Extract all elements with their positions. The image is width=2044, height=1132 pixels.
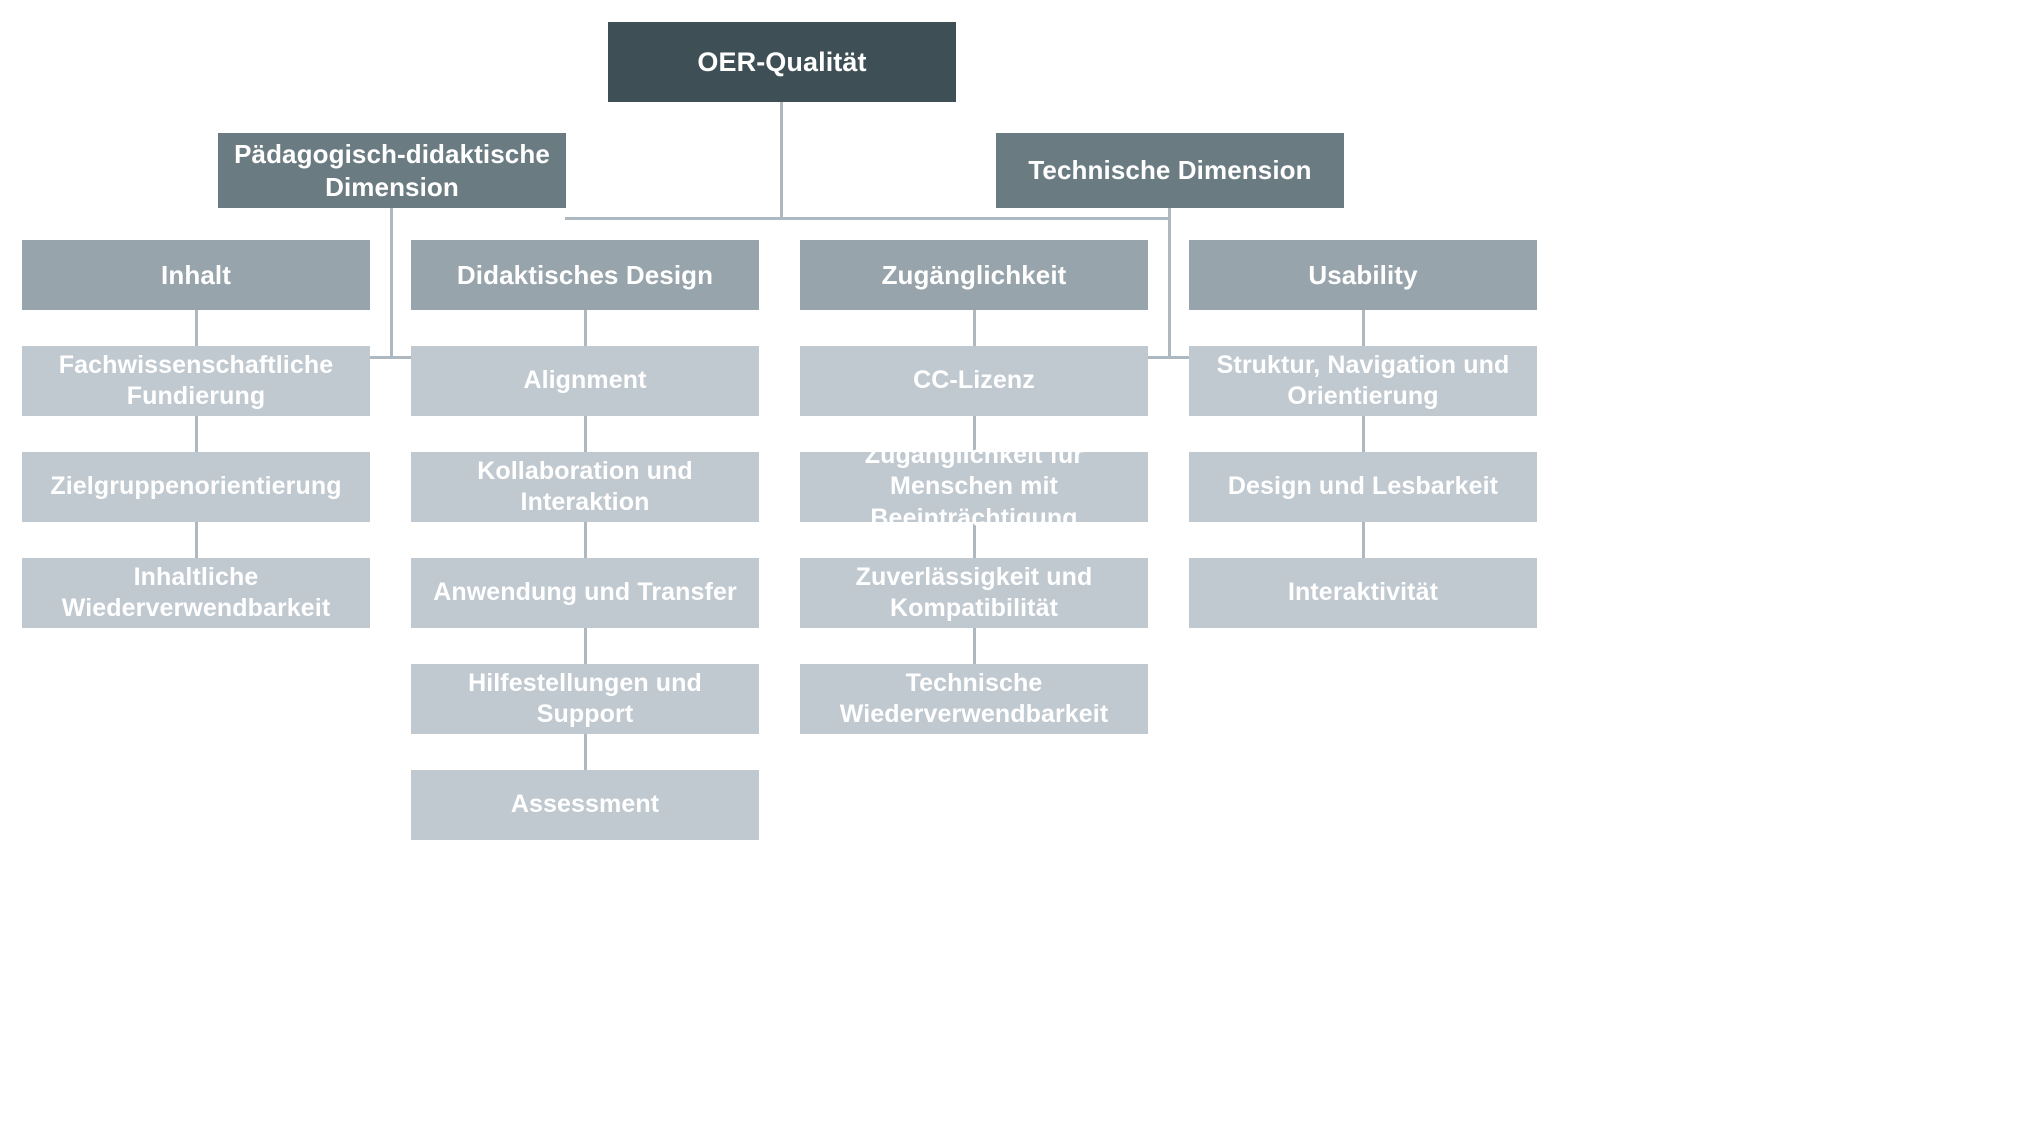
node-criterion-label: Assessment — [510, 790, 660, 819]
node-category-didaktisches-design[interactable]: Didaktisches Design — [411, 240, 759, 310]
node-criterion-label: Design und Lesbarkeit — [1227, 472, 1499, 501]
node-criterion-zielgruppenorientierung[interactable]: Zielgruppenorientierung — [22, 452, 370, 522]
node-criterion-label: Alignment — [523, 366, 647, 395]
node-criterion-label: CC-Lizenz — [913, 366, 1035, 395]
node-category-zugaenglichkeit-label: Zugänglichkeit — [881, 259, 1067, 290]
connector-didaktisches-4 — [584, 628, 587, 664]
connector-inhalt-2 — [195, 416, 198, 452]
node-category-zugaenglichkeit[interactable]: Zugänglichkeit — [800, 240, 1148, 310]
connector-inhalt-3 — [195, 522, 198, 558]
node-criterion-inhaltliche-wiederverwendbarkeit[interactable]: Inhaltliche Wiederverwendbarkeit — [22, 558, 370, 628]
node-criterion-label: Technische Wiederverwendbarkeit — [839, 668, 1109, 729]
node-category-usability[interactable]: Usability — [1189, 240, 1537, 310]
connector-didaktisches-5 — [584, 734, 587, 770]
node-criterion-label: Hilfestellungen und Support — [468, 668, 702, 729]
node-category-inhalt-label: Inhalt — [161, 259, 231, 290]
node-criterion-label: Inhaltliche Wiederverwendbarkeit — [61, 562, 331, 623]
connector-technische-down-stem — [1168, 207, 1171, 359]
node-dimension-technische-label: Technische Dimension — [1028, 155, 1312, 186]
connector-usability-2 — [1362, 416, 1365, 452]
node-category-inhalt[interactable]: Inhalt — [22, 240, 370, 310]
node-criterion-alignment[interactable]: Alignment — [411, 346, 759, 416]
connector-paedagogisch-down-stem — [390, 207, 393, 359]
node-criterion-technische-wiederverwendbarkeit[interactable]: Technische Wiederverwendbarkeit — [800, 664, 1148, 734]
node-criterion-label: Anwendung und Transfer — [433, 578, 737, 607]
node-criterion-interaktivitaet[interactable]: Interaktivität — [1189, 558, 1537, 628]
node-dimension-paedagogisch-didaktische[interactable]: Pädagogisch-didaktische Dimension — [218, 133, 566, 208]
node-dimension-technische[interactable]: Technische Dimension — [996, 133, 1344, 208]
node-criterion-label: Kollaboration und Interaktion — [477, 456, 693, 517]
connector-zugaenglichkeit-1 — [973, 310, 976, 346]
node-criterion-assessment[interactable]: Assessment — [411, 770, 759, 840]
connector-zugaenglichkeit-3 — [973, 522, 976, 558]
connector-dimensions-bar — [565, 217, 1170, 220]
node-criterion-design-und-lesbarkeit[interactable]: Design und Lesbarkeit — [1189, 452, 1537, 522]
node-criterion-fachwissenschaftliche-fundierung[interactable]: Fachwissenschaftliche Fundierung — [22, 346, 370, 416]
node-criterion-zuverlaessigkeit-und-kompatibilitaet[interactable]: Zuverlässigkeit und Kompatibilität — [800, 558, 1148, 628]
node-category-usability-label: Usability — [1308, 259, 1418, 290]
connector-zugaenglichkeit-2 — [973, 416, 976, 452]
node-criterion-zugaenglichkeit-fuer-menschen-mit-beeintraechtigung[interactable]: Zugänglichkeit für Menschen mit Beeinträ… — [800, 441, 1148, 532]
node-criterion-label: Interaktivität — [1287, 578, 1439, 607]
node-criterion-label: Zielgruppenorientierung — [50, 472, 342, 501]
node-root-label: OER-Qualität — [697, 46, 867, 77]
node-criterion-cc-lizenz[interactable]: CC-Lizenz — [800, 346, 1148, 416]
node-criterion-struktur-navigation-und-orientierung[interactable]: Struktur, Navigation und Orientierung — [1189, 346, 1537, 416]
node-criterion-kollaboration-und-interaktion[interactable]: Kollaboration und Interaktion — [411, 452, 759, 522]
connector-usability-1 — [1362, 310, 1365, 346]
connector-inhalt-1 — [195, 310, 198, 346]
node-criterion-label: Zugänglichkeit für Menschen mit Beeinträ… — [864, 440, 1084, 532]
node-dimension-paedagogisch-label: Pädagogisch-didaktische Dimension — [234, 138, 550, 202]
node-root-oer-qualitaet[interactable]: OER-Qualität — [608, 22, 956, 102]
node-category-didaktisches-design-label: Didaktisches Design — [456, 259, 714, 290]
connector-didaktisches-3 — [584, 522, 587, 558]
node-criterion-label: Fachwissenschaftliche Fundierung — [58, 350, 334, 411]
node-criterion-label: Zuverlässigkeit und Kompatibilität — [855, 562, 1093, 623]
connector-didaktisches-1 — [584, 310, 587, 346]
node-criterion-anwendung-und-transfer[interactable]: Anwendung und Transfer — [411, 558, 759, 628]
connector-root-stem — [780, 102, 783, 219]
node-criterion-hilfestellungen-und-support[interactable]: Hilfestellungen und Support — [411, 664, 759, 734]
connector-paedagogisch-categories-bar — [195, 356, 587, 359]
connector-didaktisches-2 — [584, 416, 587, 452]
connector-zugaenglichkeit-4 — [973, 628, 976, 664]
connector-technische-categories-bar — [973, 356, 1365, 359]
connector-usability-3 — [1362, 522, 1365, 558]
node-criterion-label: Struktur, Navigation und Orientierung — [1216, 350, 1510, 411]
